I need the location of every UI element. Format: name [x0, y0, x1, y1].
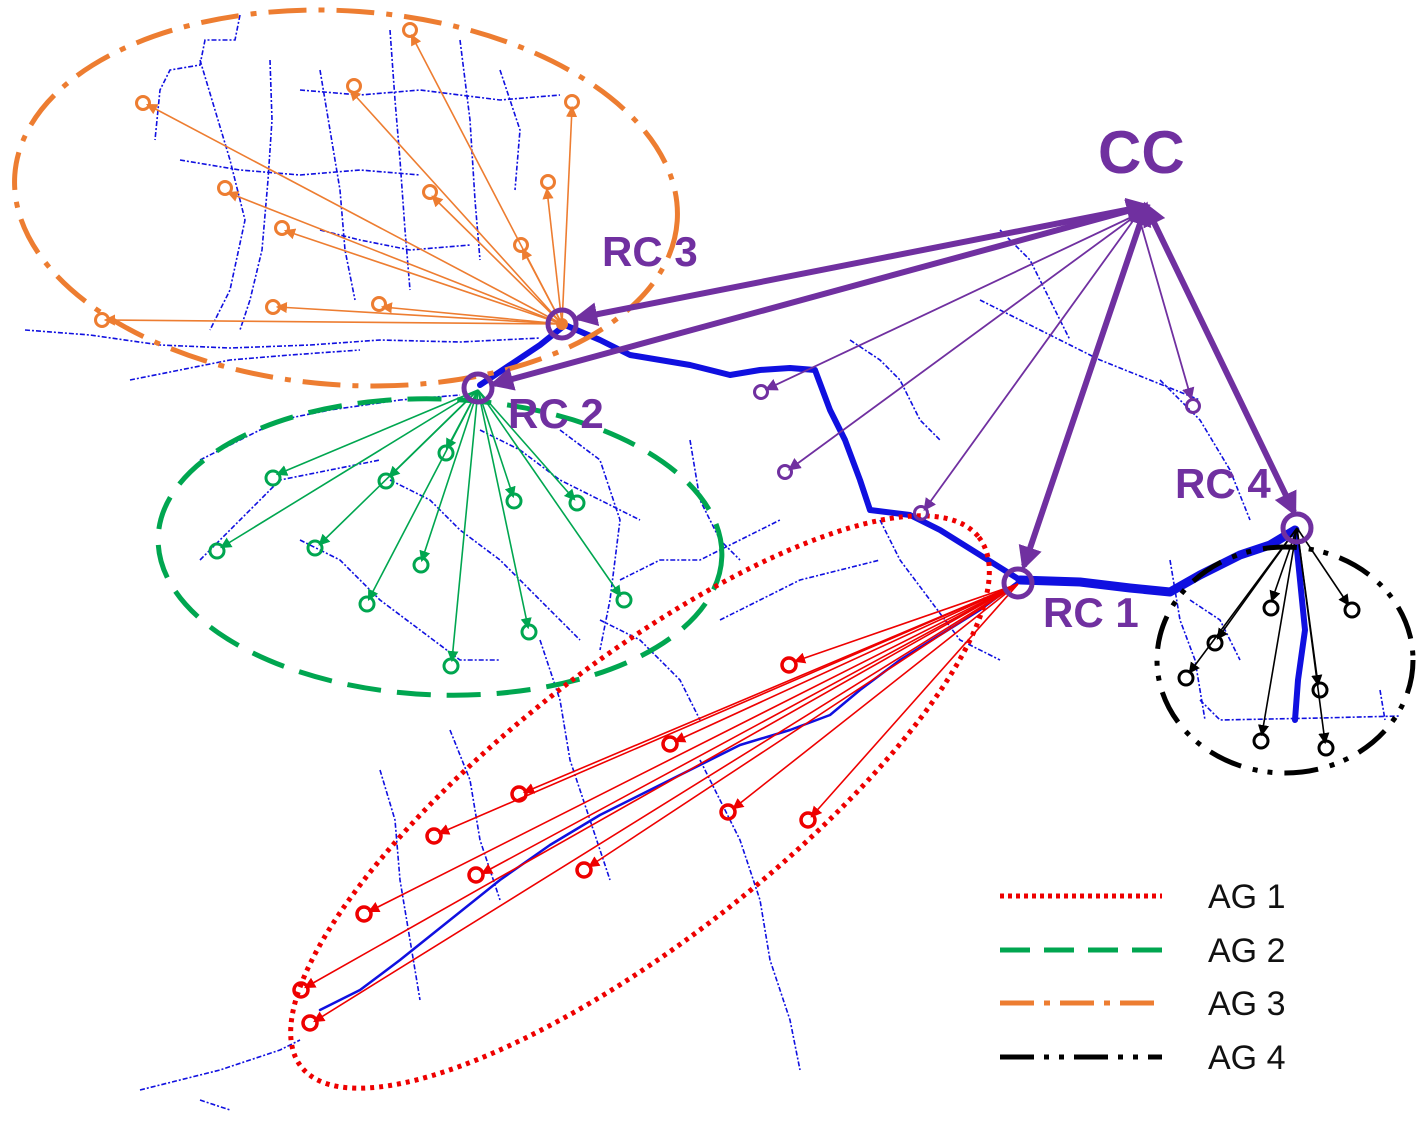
legend-label-ag2: AG 2: [1208, 932, 1285, 970]
ag2-node: [505, 492, 523, 510]
legend-label-ag3: AG 3: [1208, 985, 1285, 1023]
ag1-boundary: [288, 513, 992, 1091]
ag3-node: [135, 95, 151, 111]
ag1-links: [304, 583, 1019, 1023]
ag3-node: [265, 299, 281, 315]
legend-label-ag1: AG 1: [1208, 878, 1285, 916]
ag1-node: [292, 981, 310, 999]
ag1-node: [799, 811, 817, 829]
ag2-node: [412, 556, 430, 574]
ag4-node: [1252, 732, 1270, 750]
ag2-node: [306, 539, 324, 557]
ag1-node: [355, 905, 373, 923]
ag2-node: [377, 472, 395, 490]
ag2-node: [568, 494, 586, 512]
ag3-node: [402, 22, 418, 38]
ag3-node: [540, 174, 556, 190]
rc3-node: [545, 307, 579, 341]
legend: AG 1 AG 2 AG 3 AG 4: [1000, 878, 1285, 1077]
cc-label: CC: [1098, 119, 1185, 186]
rc1-node: [1001, 566, 1035, 600]
ag3-node: [94, 312, 110, 328]
ag2-node: [264, 469, 282, 487]
ag2-node: [358, 595, 376, 613]
ag1-node: [661, 735, 679, 753]
ag4-boundary: [1154, 544, 1416, 776]
ag2-node: [208, 542, 226, 560]
ag1-node: [301, 1014, 319, 1032]
ag2-nodes: [208, 444, 633, 675]
ag1-node: [719, 803, 737, 821]
ag2-node: [520, 623, 538, 641]
ag2-links: [220, 389, 622, 663]
rc3-center: [556, 318, 568, 330]
ag4-node: [1343, 601, 1361, 619]
direct-node: [777, 464, 793, 480]
direct-node: [913, 505, 929, 521]
ag3-node: [422, 184, 438, 200]
rc2-label: RC 2: [508, 390, 604, 437]
ag3-node: [274, 220, 290, 236]
ag4-nodes: [1177, 599, 1361, 757]
direct-node: [753, 384, 769, 400]
ag2-node: [442, 657, 460, 675]
ag3-node: [346, 78, 362, 94]
rc4-node: [1280, 511, 1314, 545]
ag3-boundary: [12, 7, 680, 389]
rc3-label: RC 3: [602, 228, 698, 275]
main-trunk: [318, 322, 1308, 1012]
ag3-node: [217, 180, 233, 196]
ag4-node: [1311, 681, 1329, 699]
cc-direct-nodes: [753, 384, 1201, 521]
rc-nodes: [461, 307, 1314, 600]
legend-label-ag4: AG 4: [1208, 1039, 1285, 1077]
feeder-network: [24, 14, 1401, 1111]
rc1-label: RC 1: [1043, 589, 1139, 636]
ag1-node: [780, 656, 798, 674]
ag2-node: [615, 591, 633, 609]
ag1-node: [575, 861, 593, 879]
cc-rc-links: [489, 197, 1297, 571]
direct-node: [1185, 398, 1201, 414]
ag1-node: [510, 785, 528, 803]
ag2-boundary: [155, 396, 725, 698]
ag4-node: [1177, 669, 1195, 687]
ag3-node: [371, 296, 387, 312]
rc2-node: [461, 371, 495, 405]
ag2-node: [437, 444, 455, 462]
ag4-node: [1206, 634, 1224, 652]
rc4-label: RC 4: [1175, 460, 1271, 507]
ag4-node: [1317, 739, 1335, 757]
ag4-node: [1262, 599, 1280, 617]
ag1-nodes: [292, 656, 817, 1032]
ag1-node: [467, 866, 485, 884]
ag3-node: [564, 94, 580, 110]
ag1-node: [425, 827, 443, 845]
